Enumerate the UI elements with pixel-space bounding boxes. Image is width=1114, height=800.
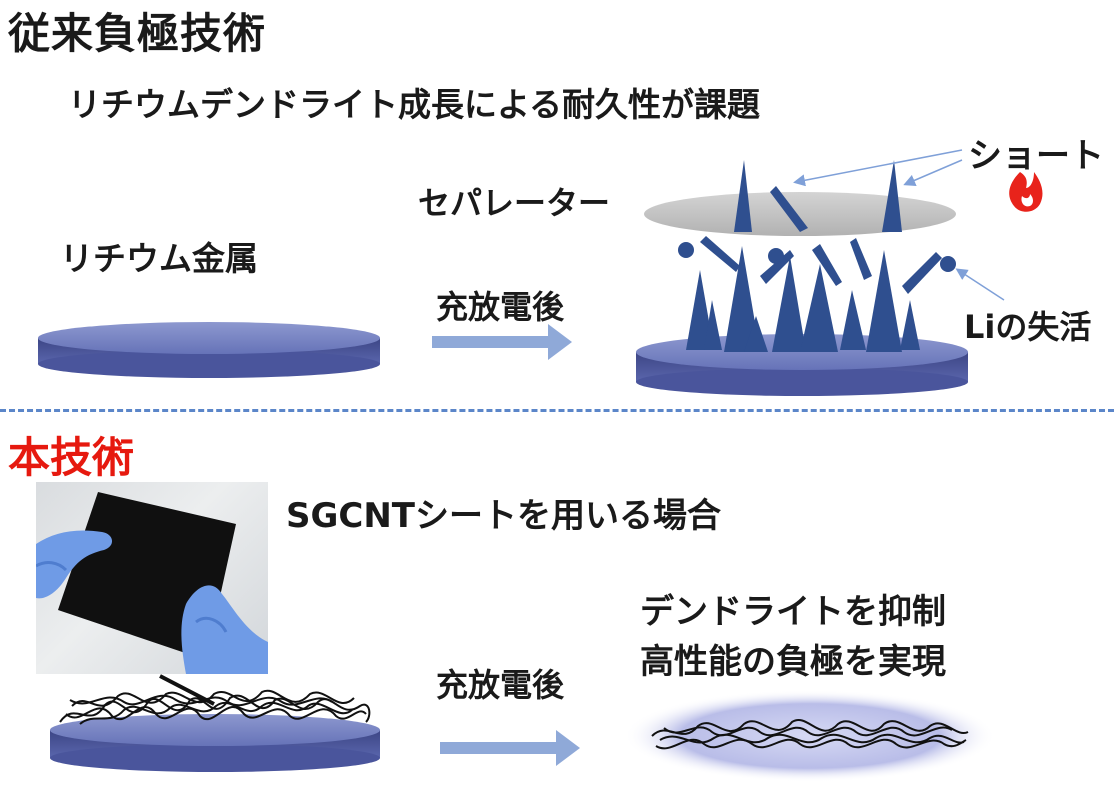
sgcnt-disc [50, 714, 380, 772]
result-line-1: デンドライトを抑制 [640, 592, 946, 632]
result-fibers [651, 719, 969, 750]
short-pointer-2 [903, 159, 963, 186]
li-particles [678, 242, 956, 272]
result-line-2: 高性能の負極を実現 [640, 642, 946, 682]
separator-membrane [644, 192, 956, 236]
section-divider [0, 409, 1114, 412]
dendrites [686, 160, 942, 352]
li-pointer [955, 268, 1005, 301]
charge-label-bottom: 充放電後 [436, 666, 565, 704]
short-label: ショート [968, 136, 1104, 176]
photo-pointer [159, 674, 215, 706]
fire-icon [1009, 172, 1043, 212]
sgcnt-sheet-photo [36, 482, 268, 674]
separator-label: セパレーター [418, 184, 611, 222]
conventional-subtitle: リチウムデンドライト成長による耐久性が課題 [68, 85, 761, 124]
lithium-metal-label: リチウム金属 [60, 239, 258, 278]
sgcnt-label: SGCNTシートを用いる場合 [286, 496, 721, 536]
sgcnt-photo-graphic [36, 492, 268, 674]
conventional-title: 従来負極技術 [8, 9, 267, 58]
charge-arrow-bottom [440, 730, 580, 766]
short-pointer-1 [793, 149, 963, 187]
result-glow [624, 690, 996, 782]
lithium-metal-disc [38, 322, 380, 378]
new-tech-title: 本技術 [8, 433, 135, 482]
charge-label-top: 充放電後 [436, 288, 565, 326]
li-deactivation-label: Liの失活 [964, 308, 1092, 346]
charge-arrow-top [432, 324, 572, 360]
